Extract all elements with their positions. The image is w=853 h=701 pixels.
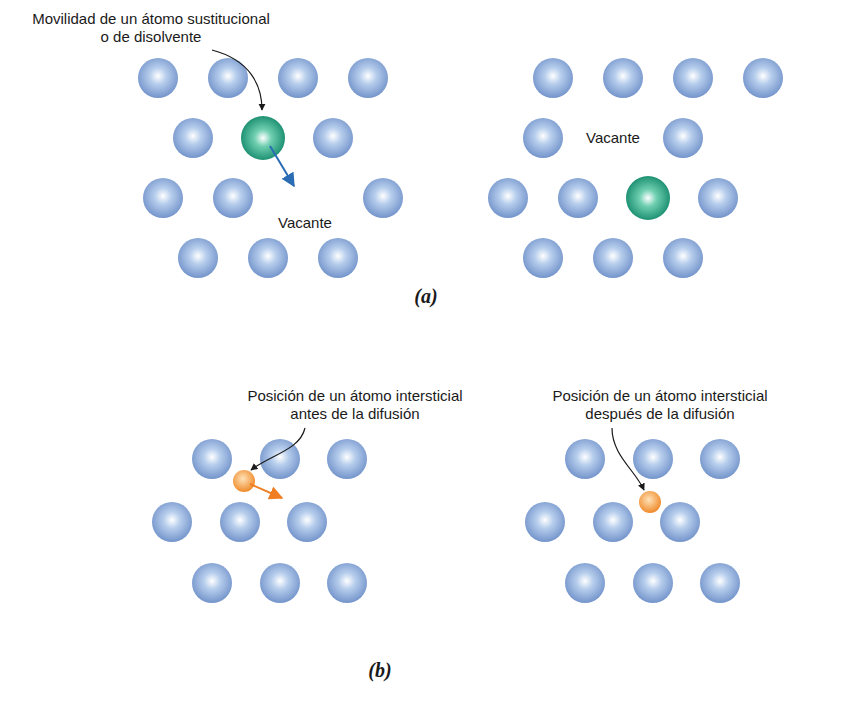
host-atom — [178, 238, 218, 278]
host-atom — [533, 58, 573, 98]
host-atom — [700, 439, 740, 479]
leader-line — [612, 428, 644, 490]
host-atom — [663, 238, 703, 278]
leader-line — [212, 50, 262, 110]
host-atom — [192, 563, 232, 603]
callout-text: Movilidad de un átomo sustitucional o de… — [29, 10, 274, 46]
substitutional-atom — [241, 116, 285, 160]
host-atom — [660, 502, 700, 542]
host-atom — [278, 58, 318, 98]
host-atom — [327, 563, 367, 603]
host-atom — [603, 58, 643, 98]
part-label: (a) — [414, 287, 437, 305]
interstitial-atom — [233, 470, 255, 492]
host-atom — [152, 502, 192, 542]
host-atom — [523, 118, 563, 158]
leader-line — [251, 428, 305, 470]
host-atom — [525, 502, 565, 542]
host-atom — [348, 58, 388, 98]
jump-arrow — [250, 484, 282, 498]
atom-lattice — [138, 58, 783, 603]
host-atom — [260, 563, 300, 603]
host-atom — [593, 238, 633, 278]
host-atom — [318, 238, 358, 278]
jump-arrow — [270, 146, 294, 186]
host-atom — [663, 118, 703, 158]
host-atom — [173, 118, 213, 158]
host-atom — [565, 439, 605, 479]
host-atom — [213, 178, 253, 218]
interstitial-atom — [639, 491, 661, 513]
host-atom — [593, 502, 633, 542]
host-atom — [743, 58, 783, 98]
part-label: (b) — [368, 661, 391, 679]
host-atom — [698, 178, 738, 218]
host-atom — [138, 58, 178, 98]
host-atom — [633, 563, 673, 603]
host-atom — [523, 238, 563, 278]
host-atom — [363, 178, 403, 218]
callout-text: Posición de un átomo intersticial antes … — [243, 387, 468, 423]
host-atom — [673, 58, 713, 98]
host-atom — [248, 238, 288, 278]
vacancy-label: Vacante — [586, 129, 640, 147]
host-atom — [633, 439, 673, 479]
host-atom — [565, 563, 605, 603]
host-atom — [287, 502, 327, 542]
host-atom — [558, 178, 598, 218]
host-atom — [488, 178, 528, 218]
host-atom — [700, 563, 740, 603]
substitutional-atom — [626, 176, 670, 220]
host-atom — [313, 118, 353, 158]
host-atom — [327, 439, 367, 479]
host-atom — [192, 439, 232, 479]
vacancy-label: Vacante — [278, 214, 332, 232]
callout-text: Posición de un átomo intersticial despué… — [548, 387, 773, 423]
host-atom — [220, 502, 260, 542]
host-atom — [143, 178, 183, 218]
